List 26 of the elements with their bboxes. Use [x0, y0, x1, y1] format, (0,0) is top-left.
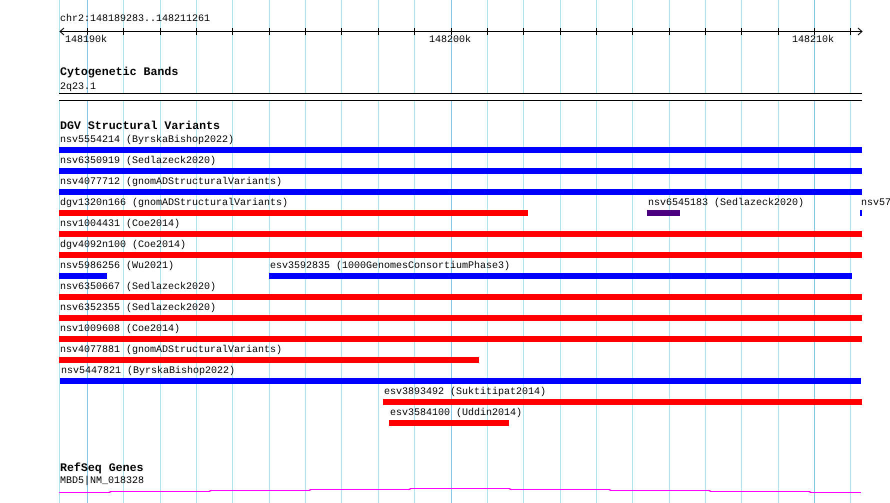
variant-label: nsv6350919 (Sedlazeck2020)	[59, 156, 216, 167]
track-title: RefSeq Genes	[60, 463, 144, 475]
track-title: DGV Structural Variants	[60, 121, 220, 133]
variant-label: dgv1320n166 (gnomADStructuralVariants)	[59, 198, 288, 209]
variant-label: nsv6545183 (Sedlazeck2020)	[647, 198, 804, 209]
variant-label: nsv1004431 (Coe2014)	[59, 219, 180, 230]
variant-label: esv3592835 (1000GenomesConsortiumPhase3)	[269, 261, 510, 272]
variant-label: nsv57	[860, 198, 890, 209]
tick-label: 148200k	[429, 35, 471, 46]
variant-label: esv3893492 (Suktitipat2014)	[383, 387, 546, 398]
variant-label: nsv5554214 (ByrskaBishop2022)	[59, 135, 234, 146]
variant-label: nsv5986256 (Wu2021)	[59, 261, 174, 272]
variant-label: nsv4077881 (gnomADStructuralVariants)	[59, 345, 282, 356]
variant-label: esv3584100 (Uddin2014)	[389, 408, 522, 419]
variant-label: nsv6350667 (Sedlazeck2020)	[59, 282, 216, 293]
variant-label: dgv4092n100 (Coe2014)	[59, 240, 186, 251]
tick-label: 148210k	[792, 35, 834, 46]
band-label: 2q23.1	[59, 82, 96, 93]
variant-label: nsv6352355 (Sedlazeck2020)	[59, 303, 216, 314]
gene-label: MBD5|NM_018328	[59, 476, 144, 487]
track-title: Cytogenetic Bands	[60, 67, 178, 79]
location-text: chr2:148189283..148211261	[60, 14, 210, 25]
variant-label: nsv1009608 (Coe2014)	[59, 324, 180, 335]
tick-label: 148190k	[65, 35, 107, 46]
variant-label: nsv4077712 (gnomADStructuralVariants)	[59, 177, 282, 188]
variant-label: nsv5447821 (ByrskaBishop2022)	[60, 366, 236, 377]
